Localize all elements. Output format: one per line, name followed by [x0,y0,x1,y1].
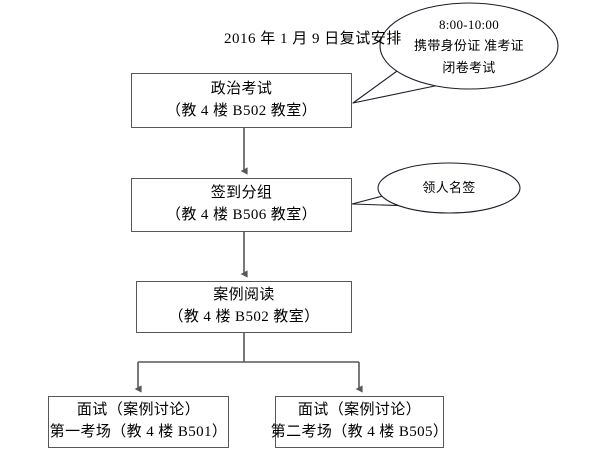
node-interview-room-2-line1: 面试（案例讨论） [297,402,422,419]
node-signin-grouping-line2: （教 4 楼 B506 教室） [165,207,317,223]
node-interview-room-1[interactable]: 面试（案例讨论） 第一考场（教 4 楼 B501） [48,396,229,448]
node-interview-room-1-line1: 面试（案例讨论） [76,402,201,419]
node-interview-room-1-line2: 第一考场（教 4 楼 B501） [49,424,228,440]
node-signin-grouping-line1: 签到分组 [210,185,273,202]
callout-nametag-note[interactable]: 领人名签 [390,173,508,203]
node-signin-grouping[interactable]: 签到分组 （教 4 楼 B506 教室） [131,178,352,232]
callout-exam-notes-line3: 闭卷考试 [442,59,496,75]
callout-exam-notes[interactable]: 8:00-10:00 携带身份证 准考证 闭卷考试 [384,10,554,82]
node-case-reading[interactable]: 案例阅读 （教 4 楼 B502 教室） [136,281,352,333]
node-case-reading-line2: （教 4 楼 B502 教室） [168,309,320,325]
callout-exam-notes-line2: 携带身份证 准考证 [414,38,524,54]
node-politics-exam-line1: 政治考试 [210,80,273,97]
node-case-reading-line1: 案例阅读 [213,287,275,304]
node-interview-room-2-line2: 第二考场（教 4 楼 B505） [270,424,449,440]
callout-exam-notes-line1: 8:00-10:00 [438,16,500,32]
node-interview-room-2[interactable]: 面试（案例讨论） 第二考场（教 4 楼 B505） [271,396,448,448]
node-politics-exam[interactable]: 政治考试 （教 4 楼 B502 教室） [131,73,352,128]
node-politics-exam-line2: （教 4 楼 B502 教室） [165,102,317,119]
page-title: 2016 年 1 月 9 日复试安排 [224,31,402,47]
callout-nametag-note-line1: 领人名签 [422,180,476,196]
